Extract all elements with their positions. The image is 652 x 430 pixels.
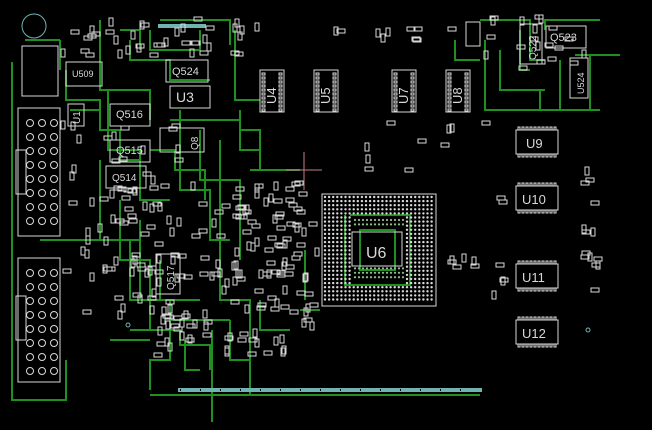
label-u4: U4 — [264, 87, 279, 104]
label-q516: Q516 — [116, 109, 143, 121]
gold-finger-layer — [21, 13, 591, 392]
label-u5: U5 — [318, 87, 333, 104]
label-u12: U12 — [522, 326, 546, 341]
crosshair-icon — [286, 152, 322, 190]
label-u1: U1 — [72, 111, 83, 124]
label-u9: U9 — [526, 136, 543, 151]
label-q8: Q8 — [190, 136, 201, 150]
label-u509: U509 — [72, 69, 94, 79]
label-q522: Q522 — [528, 35, 539, 60]
label-u524: U524 — [576, 72, 586, 94]
label-u7: U7 — [396, 87, 411, 104]
label-q514: Q514 — [112, 173, 137, 184]
label-q523: Q523 — [550, 32, 577, 44]
label-u11: U11 — [522, 270, 545, 285]
pad-layer — [26, 14, 603, 375]
label-q517: Q517 — [166, 265, 177, 290]
label-u6: U6 — [366, 245, 387, 262]
bga-ball-grid — [323, 195, 433, 301]
label-u3: U3 — [176, 89, 194, 105]
label-u8: U8 — [450, 87, 465, 104]
label-q515: Q515 — [116, 145, 143, 157]
label-u10: U10 — [522, 192, 546, 207]
label-q524: Q524 — [172, 66, 199, 78]
